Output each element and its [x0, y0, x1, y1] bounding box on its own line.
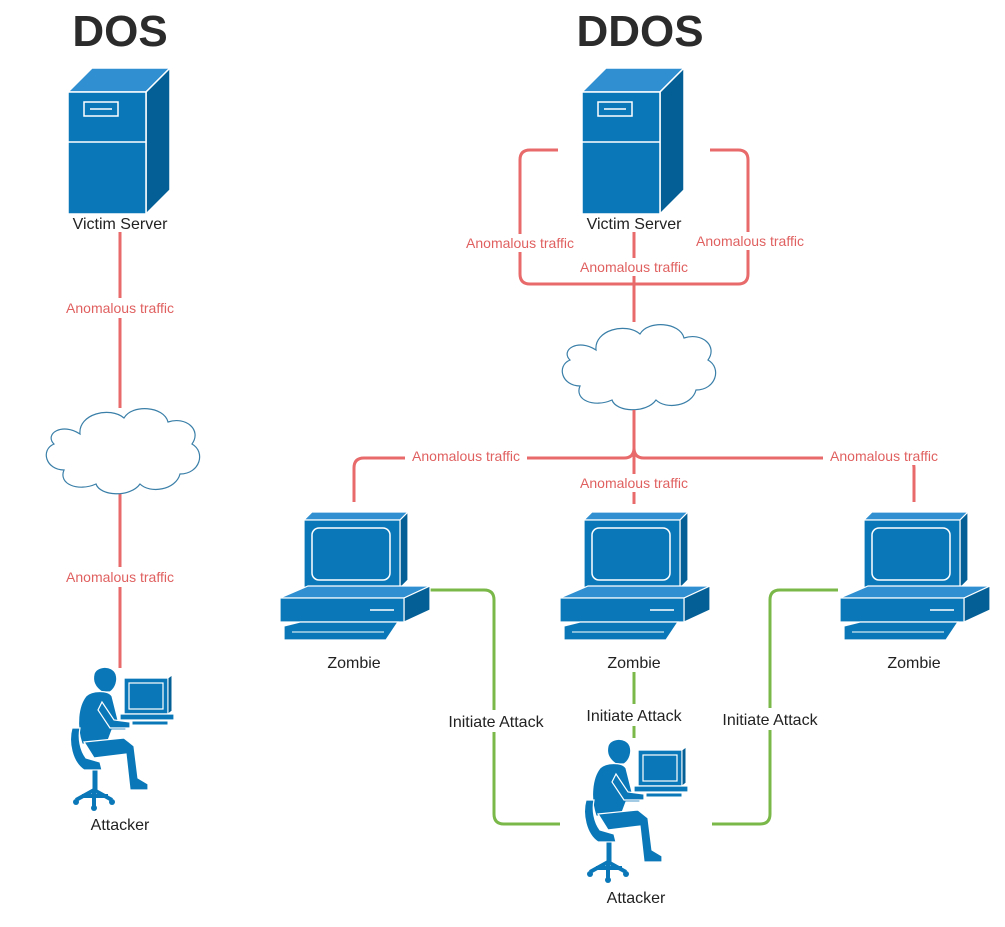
- zombie-right-computer-icon: [839, 511, 991, 641]
- ddos-server-label: Victim Server: [587, 216, 683, 233]
- dos-traffic-label-upper: Anomalous traffic: [66, 300, 174, 316]
- zombie-center-computer-icon: [559, 511, 711, 641]
- initiate-label-right: Initiate Attack: [722, 712, 818, 729]
- ddos-zombie-traffic-left: Anomalous traffic: [412, 448, 520, 464]
- initiate-label-bg-left: [440, 710, 552, 732]
- ddos-traffic-label-right: Anomalous traffic: [696, 233, 804, 249]
- ddos-label-bg-center: [572, 258, 696, 276]
- dos-cloud-icon: [45, 408, 201, 495]
- zombie-center-label: Zombie: [607, 655, 660, 672]
- initiate-label-left: Initiate Attack: [448, 714, 544, 731]
- initiate-label-bg-center: [578, 704, 690, 726]
- ddos-attacker-icon: [582, 737, 690, 885]
- ddos-zombie-label-bg-right: [823, 447, 945, 465]
- ddos-attacker-label: Attacker: [607, 890, 666, 907]
- ddos-traffic-label-left: Anomalous traffic: [466, 235, 574, 251]
- ddos-zombie-label-bg-left: [405, 447, 527, 465]
- dos-section: Victim Server Anomalous traffic Anomalou…: [45, 67, 201, 834]
- dos-server-label: Victim Server: [73, 216, 169, 233]
- ddos-traffic-label-center: Anomalous traffic: [580, 259, 688, 275]
- initiate-label-center: Initiate Attack: [586, 708, 682, 725]
- ddos-label-bg-right: [688, 232, 812, 250]
- dos-label-bg-lower: [58, 567, 182, 587]
- ddos-title: DDOS: [576, 7, 703, 56]
- dos-title: DOS: [72, 7, 167, 56]
- zombie-left-computer-icon: [279, 511, 431, 641]
- zombie-right-label: Zombie: [887, 655, 940, 672]
- dos-traffic-label-lower: Anomalous traffic: [66, 569, 174, 585]
- initiate-label-bg-right: [714, 708, 826, 730]
- dos-label-bg-upper: [58, 298, 182, 318]
- ddos-server-icon: [581, 67, 685, 215]
- ddos-label-bg-left: [458, 234, 582, 252]
- dos-attacker-icon: [68, 665, 176, 813]
- ddos-initiate-line-left: [430, 588, 560, 826]
- ddos-zombie-traffic-right: Anomalous traffic: [830, 448, 938, 464]
- dos-attacker-label: Attacker: [91, 817, 150, 834]
- ddos-cloud-icon: [561, 324, 717, 411]
- ddos-zombie-traffic-center: Anomalous traffic: [580, 475, 688, 491]
- ddos-section: Victim Server Anomalous traffic Anomalou…: [279, 67, 991, 907]
- ddos-initiate-line-right: [712, 588, 838, 826]
- zombie-left-label: Zombie: [327, 655, 380, 672]
- ddos-zombie-label-bg-center: [573, 474, 695, 492]
- dos-server-icon: [67, 67, 171, 215]
